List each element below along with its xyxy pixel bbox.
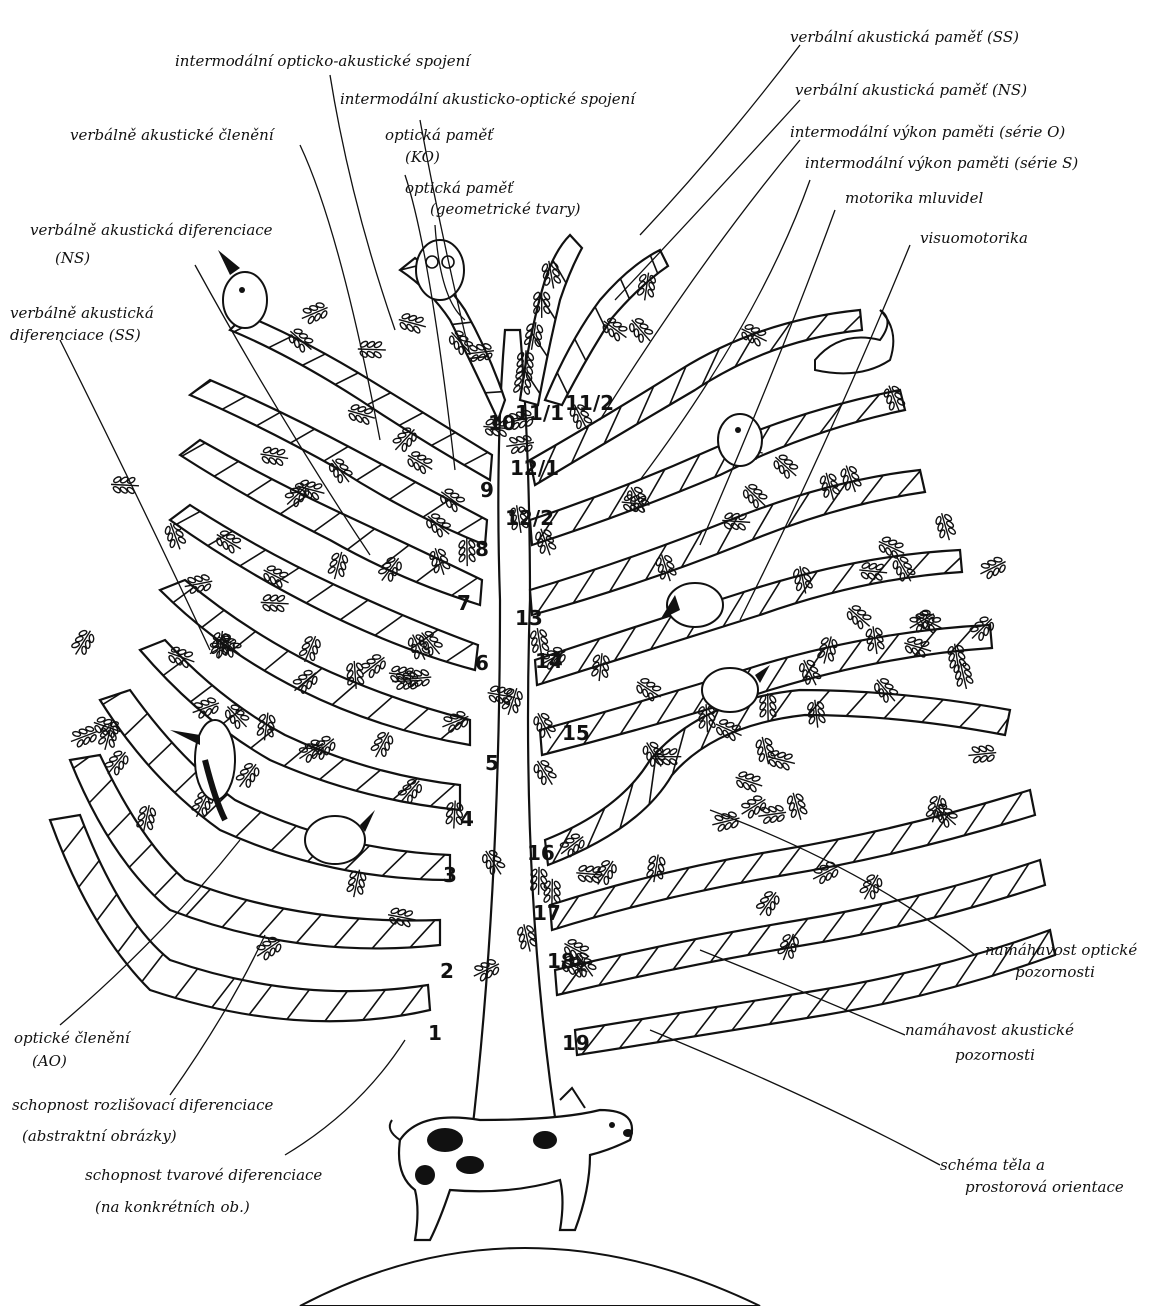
branch-13 — [530, 470, 925, 615]
branch-number-2: 2 — [440, 959, 454, 983]
branch-number-11-1: 11/1 — [515, 401, 564, 425]
label-optic-memory-geometric-sub: (geometrické tvary) — [430, 200, 581, 218]
label-optic-memory-ko-sub: (KO) — [405, 148, 440, 166]
label-shape-diff-abstract-1: schopnost rozlišovací diferenciace — [12, 1096, 273, 1114]
branch-number-12-1: 12/1 — [510, 456, 559, 480]
label-verbal-acoustic-memory-ss: verbální akustická paměť (SS) — [790, 28, 1019, 46]
leaf-sprig — [68, 626, 98, 659]
leaf-sprig — [933, 511, 958, 543]
branch-number-19: 19 — [562, 1031, 590, 1055]
branch-number-16: 16 — [527, 841, 555, 865]
label-verbal-acoustic-diff-ss-2: diferenciace (SS) — [10, 326, 141, 344]
branch-number-9: 9 — [480, 478, 494, 502]
branch-number-12-2: 12/2 — [505, 506, 554, 530]
leaf-sprig — [259, 445, 290, 467]
leaf-sprig — [733, 769, 765, 795]
leaf-sprig — [784, 790, 809, 822]
branch-number-7: 7 — [457, 591, 471, 615]
ground-hill — [300, 1248, 760, 1306]
leaf-sprig — [326, 550, 351, 582]
label-shape-diff-concrete-1: schopnost tvarové diferenciace — [85, 1166, 322, 1184]
leaf-sprig — [769, 450, 802, 482]
label-optic-segmentation: optické členění — [14, 1029, 132, 1047]
bird-right-top — [718, 414, 762, 466]
branch-number-1: 1 — [428, 1021, 442, 1045]
leaf-sprig — [368, 728, 397, 761]
label-verbal-acoustic-diff-ns: verbálně akustická diferenciace — [30, 221, 273, 239]
leaf-sprig — [710, 809, 742, 833]
branch-number-4: 4 — [460, 807, 474, 831]
branch-number-10: 10 — [488, 411, 516, 435]
label-intermodal-memory-series-o: intermodální výkon paměti (série O) — [790, 123, 1065, 141]
label-sustained-acoustic-attention-2: pozornosti — [955, 1046, 1035, 1064]
leaf-sprig — [843, 601, 876, 633]
label-verbal-acoustic-memory-ns: verbální akustická paměť (NS) — [795, 81, 1027, 99]
branch-number-5: 5 — [485, 751, 499, 775]
label-intermodal-acoustic-optic: intermodální akusticko-optické spojení — [340, 90, 637, 108]
branch-number-3: 3 — [443, 863, 457, 887]
branch-number-8: 8 — [475, 537, 489, 561]
label-optic-segmentation-sub: (AO) — [32, 1052, 67, 1070]
branch-number-14: 14 — [535, 649, 563, 673]
branch-number-13: 13 — [515, 606, 543, 630]
leaf-sprig — [530, 756, 560, 789]
branch-number-17: 17 — [533, 901, 561, 925]
label-intermodal-optic-acoustic: intermodální opticko-akustické spojení — [175, 52, 472, 70]
leaf-sprig — [458, 538, 477, 566]
label-sustained-optic-attention-1: namáhavost optické — [985, 941, 1137, 959]
branch-number-18: 18 — [547, 949, 575, 973]
leaf-sprig — [298, 299, 331, 327]
label-intermodal-memory-series-s: intermodální výkon paměti (série S) — [805, 154, 1078, 172]
leaf-sprig — [753, 887, 784, 920]
leaf-sprig — [757, 803, 787, 825]
label-sustained-acoustic-attention-1: namáhavost akustické — [905, 1021, 1074, 1039]
label-verbal-acoustic-diff-ss-1: verbálně akustická — [10, 304, 154, 322]
leaf-sprig — [967, 743, 997, 764]
leaf-sprig — [976, 553, 1009, 582]
label-optic-memory-ko: optická paměť — [385, 126, 495, 144]
leaf-sprig — [625, 314, 657, 347]
label-visuomotor: visuomotorika — [920, 229, 1028, 247]
label-body-schema-1: schéma těla a — [940, 1156, 1045, 1174]
bird-top-left — [218, 250, 267, 328]
label-shape-diff-abstract-2: (abstraktní obrázky) — [22, 1127, 177, 1145]
label-optic-memory-geometric: optická paměť — [405, 179, 515, 197]
label-motor-speech: motorika mluvidel — [845, 189, 984, 207]
leaf-sprig — [260, 593, 289, 613]
branch-number-6: 6 — [475, 651, 489, 675]
label-body-schema-2: prostorová orientace — [965, 1178, 1124, 1196]
leaf-sprig — [403, 448, 436, 478]
right-branches — [520, 235, 1055, 1055]
label-verbal-acoustic-segmentation: verbálně akustické členění — [70, 126, 276, 144]
leaf-sprig — [856, 870, 885, 903]
branch-number-11-2: 11/2 — [565, 391, 614, 415]
label-sustained-optic-attention-2: pozornosti — [1015, 963, 1095, 981]
branch-number-15: 15 — [562, 721, 590, 745]
leaf-sprig — [232, 759, 263, 792]
leaf-sprig — [396, 311, 428, 336]
left-branches — [50, 258, 505, 1021]
label-verbal-acoustic-diff-ns-sub: (NS) — [55, 249, 90, 267]
leaf-sprig — [737, 792, 770, 822]
label-shape-diff-concrete-2: (na konkrétních ob.) — [95, 1198, 250, 1216]
